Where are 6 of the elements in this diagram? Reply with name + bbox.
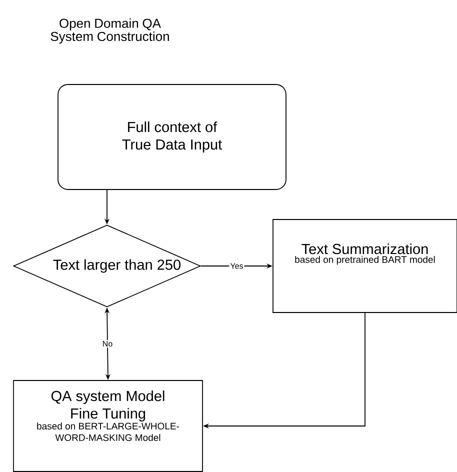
start-box: Full context of True Data Input xyxy=(58,84,286,190)
process-box: Text Summarization based on pretrained BART model xyxy=(272,219,457,313)
title: Open Domain QA System Construction xyxy=(50,18,169,44)
edge-label: No xyxy=(101,340,114,348)
process-box: QA system Model Fine Tuning based on BERT-LARGE-WHOLE-WORD-MASKING Model xyxy=(13,380,203,472)
edge-label: Yes xyxy=(229,262,244,270)
